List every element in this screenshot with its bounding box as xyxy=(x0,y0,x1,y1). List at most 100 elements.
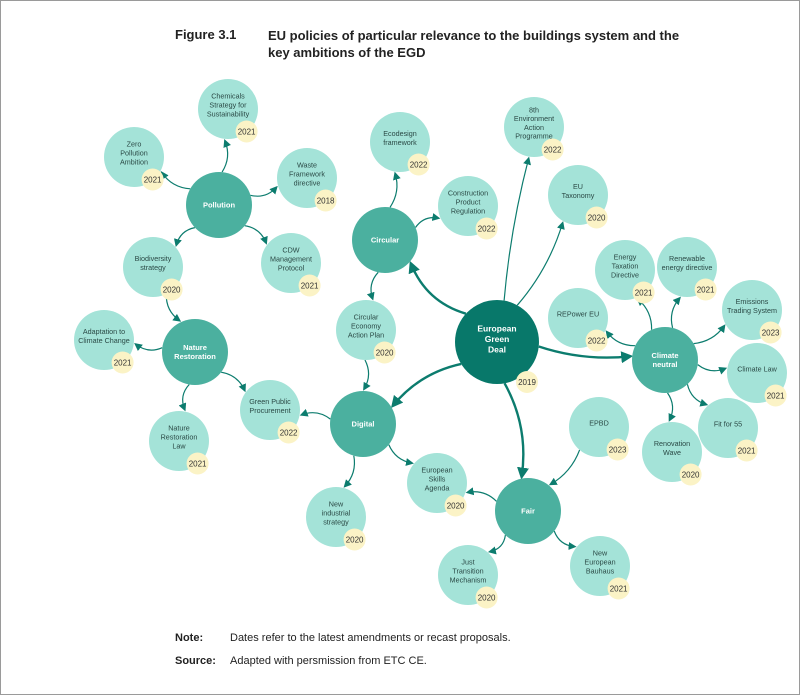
source-text: Adapted with persmission from ETC CE. xyxy=(230,655,427,667)
figure-title: EU policies of particular relevance to t… xyxy=(268,28,680,60)
leaf-label-ecodesign: framework xyxy=(383,138,417,147)
leaf-label-emissions-trading: Trading System xyxy=(727,306,777,315)
leaf-label-adaptation: Adaptation to xyxy=(83,327,125,336)
edge-digital-to-green-procurement xyxy=(299,408,331,420)
leaf-label-skills-agenda: Skills xyxy=(429,475,446,484)
leaf-label-skills-agenda: European xyxy=(421,466,452,475)
leaf-label-restoration-law: Restoration xyxy=(161,433,198,442)
hub-label-fair: Fair xyxy=(521,507,535,516)
hub-label-nature: Restoration xyxy=(174,352,216,361)
edge-center-to-env-action xyxy=(503,156,531,301)
leaf-renewable-year: 2021 xyxy=(697,286,715,295)
edge-epbd-to-fair xyxy=(548,449,581,486)
leaf-label-renovation-wave: Renovation xyxy=(654,439,690,448)
leaf-climate-law-year: 2021 xyxy=(767,392,785,401)
leaf-label-energy-taxation: Directive xyxy=(611,270,639,279)
leaf-label-biodiversity: Biodiversity xyxy=(135,254,172,263)
leaf-label-green-procurement: Procurement xyxy=(249,406,290,415)
leaf-repower-year: 2022 xyxy=(588,337,606,346)
leaf-label-bauhaus: New xyxy=(593,549,608,558)
leaf-industrial-strategy-year: 2020 xyxy=(346,536,364,545)
edge-center-to-digital xyxy=(391,362,462,409)
edge-circular-to-circular-action xyxy=(366,271,379,301)
edge-pollution-to-waste-framework xyxy=(250,185,278,197)
leaf-label-emissions-trading: Emissions xyxy=(736,297,769,306)
leaf-label-cdw-protocol: CDW xyxy=(282,246,299,255)
leaf-label-repower: REPower EU xyxy=(557,310,599,319)
leaf-renovation-wave-year: 2020 xyxy=(682,471,700,480)
leaf-label-env-action: Programme xyxy=(515,132,553,141)
note-text: Dates refer to the latest amendments or … xyxy=(230,632,511,644)
edge-center-to-circular xyxy=(408,260,467,315)
edge-digital-to-skills-agenda xyxy=(388,444,414,466)
leaf-label-just-transition: Mechanism xyxy=(450,575,487,584)
leaf-circular-action-year: 2020 xyxy=(376,349,394,358)
leaf-label-just-transition: Transition xyxy=(452,567,483,576)
leaf-cdw-protocol-year: 2021 xyxy=(301,282,319,291)
leaf-label-env-action: Environment xyxy=(514,114,554,123)
leaf-label-ecodesign: Ecodesign xyxy=(383,129,417,138)
center-node xyxy=(455,300,539,384)
edge-nature-to-adaptation xyxy=(134,342,163,352)
leaf-label-cdw-protocol: Management xyxy=(270,255,312,264)
connector-layer xyxy=(134,139,728,555)
hub-node-climate xyxy=(632,327,698,393)
leaf-eu-taxonomy-badge xyxy=(585,206,608,229)
leaf-label-cdw-protocol: Protocol xyxy=(278,263,305,272)
hub-label-climate: neutral xyxy=(652,360,677,369)
hub-label-nature: Nature xyxy=(183,343,207,352)
hub-label-climate: Climate xyxy=(651,351,678,360)
leaf-label-bauhaus: Bauhaus xyxy=(586,566,615,575)
hub-node-circular xyxy=(352,207,418,273)
leaf-label-renovation-wave: Wave xyxy=(663,448,681,457)
leaf-label-circular-action: Economy xyxy=(351,322,381,331)
leaf-env-action-year: 2022 xyxy=(544,146,562,155)
hub-node-digital xyxy=(330,391,396,457)
source-label: Source: xyxy=(175,655,216,667)
leaf-label-waste-framework: Waste xyxy=(297,161,317,170)
edge-climate-to-renovation-wave xyxy=(667,392,676,422)
leaf-label-waste-framework: directive xyxy=(294,178,321,187)
edge-fair-to-just-transition xyxy=(487,535,506,555)
hub-node-pollution xyxy=(186,172,252,238)
figure-number: Figure 3.1 xyxy=(175,27,237,42)
leaf-label-restoration-law: Nature xyxy=(168,424,190,433)
leaf-circular-action-badge xyxy=(373,341,396,364)
leaf-label-env-action: Action xyxy=(524,123,544,132)
leaf-emissions-trading-year: 2023 xyxy=(762,329,780,338)
leaf-label-chemicals: Strategy for xyxy=(209,101,247,110)
leaf-ecodesign-badge xyxy=(407,153,430,176)
leaf-skills-agenda-year: 2020 xyxy=(447,502,465,511)
leaf-restoration-law-year: 2021 xyxy=(189,460,207,469)
edge-center-to-eu-taxonomy xyxy=(516,221,565,306)
leaf-cdw-protocol-badge xyxy=(298,274,321,297)
edge-climate-to-fit-for-55 xyxy=(686,384,709,407)
leaf-just-transition-year: 2020 xyxy=(478,594,496,603)
leaf-label-restoration-law: Law xyxy=(172,441,186,450)
center-label: Green xyxy=(485,334,510,344)
hub-node-nature xyxy=(162,319,228,385)
leaf-label-green-procurement: Green Public xyxy=(249,397,291,406)
leaf-eu-taxonomy-year: 2020 xyxy=(588,214,606,223)
hub-label-circular: Circular xyxy=(371,236,399,245)
hub-label-pollution: Pollution xyxy=(203,201,235,210)
edge-fair-to-bauhaus xyxy=(553,530,577,551)
leaf-fit-for-55-badge xyxy=(735,439,758,462)
leaf-label-construction-product: Regulation xyxy=(451,206,485,215)
leaf-label-skills-agenda: Agenda xyxy=(425,483,450,492)
leaf-label-biodiversity: strategy xyxy=(140,263,166,272)
leaf-biodiversity-year: 2020 xyxy=(163,286,181,295)
leaf-skills-agenda-badge xyxy=(444,494,467,517)
leaf-epbd-badge xyxy=(606,438,629,461)
leaf-label-renewable: Renewable xyxy=(669,254,705,263)
center-year: 2019 xyxy=(518,378,536,387)
leaf-energy-taxation-year: 2021 xyxy=(635,289,653,298)
leaf-label-circular-action: Circular xyxy=(354,313,379,322)
edge-center-to-fair xyxy=(503,382,529,480)
leaf-label-zero-pollution: Zero xyxy=(127,140,142,149)
edge-climate-to-climate-law xyxy=(697,364,728,375)
leaf-label-waste-framework: Framework xyxy=(289,170,325,179)
leaf-renewable-badge xyxy=(694,278,717,301)
note-label: Note: xyxy=(175,632,204,644)
leaf-label-eu-taxonomy: Taxonomy xyxy=(562,191,595,200)
